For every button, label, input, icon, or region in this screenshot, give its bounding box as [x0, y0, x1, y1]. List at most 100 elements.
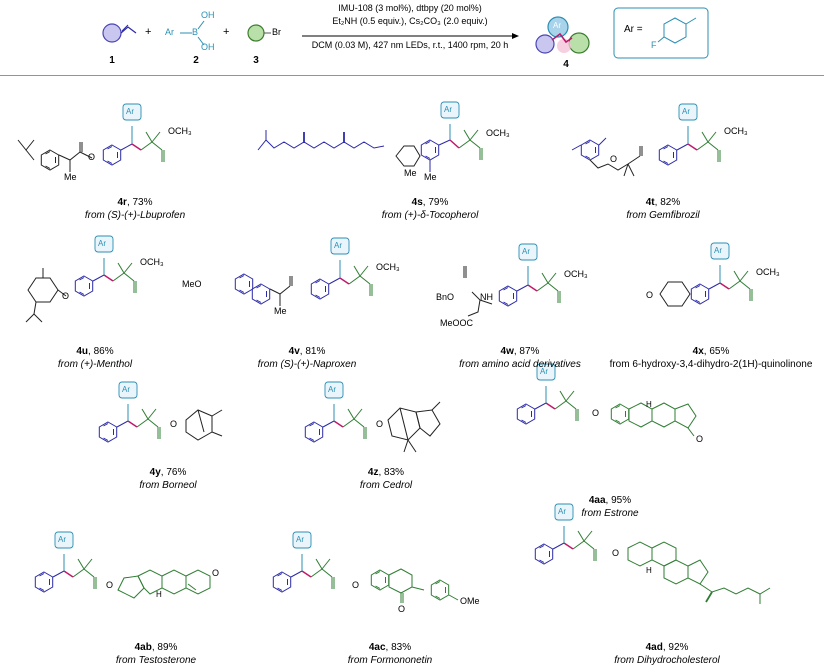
caption-4aa: 4aa, 95% from Estrone — [581, 495, 639, 519]
caption-4y: 4y, 76% from Borneol — [139, 467, 197, 491]
plus-sign-1: + — [145, 26, 152, 38]
h-label-4aa: H — [646, 400, 652, 409]
me-label-4v: Me — [274, 306, 287, 316]
o-label-4u: O — [62, 291, 70, 301]
o-label-4y: O — [170, 419, 178, 429]
ar-label-4aa-box: Ar — [540, 367, 548, 376]
och3-label-4x: OCH₃ — [756, 267, 780, 277]
o-label-4z: O — [376, 419, 384, 429]
structures-artwork — [17, 101, 771, 604]
product-alkyl-circle — [535, 34, 555, 54]
me-label-4r: Me — [64, 172, 77, 182]
structure-4u — [25, 235, 137, 323]
structure-4aa — [516, 363, 697, 437]
o-label-4t: O — [610, 154, 618, 164]
caption-4ac: 4ac, 83% from Formononetin — [347, 642, 433, 666]
structure-4y — [98, 381, 223, 443]
ar-label-4r-box: Ar — [126, 107, 134, 116]
reagent-2-ar: Ar — [165, 27, 174, 37]
ar-label-4x-box: Ar — [714, 246, 722, 255]
och3-label-4t: OCH₃ — [724, 126, 748, 136]
reactant-2-number: 2 — [193, 55, 199, 66]
product-number: 4 — [563, 59, 569, 70]
o-label-4aa: O — [592, 408, 600, 418]
reagent-2-boron: B — [192, 27, 199, 37]
plus-sign-2: + — [223, 26, 230, 38]
ar-label-4s-box: Ar — [444, 105, 452, 114]
o-label-4x: O — [646, 290, 654, 300]
o-ketone-label-4ab: O — [212, 568, 220, 578]
structure-4z — [304, 381, 441, 453]
o-label-4ac: O — [352, 580, 360, 590]
product-radical-circle — [568, 32, 590, 54]
caption-4ad: 4ad, 92% from Dihydrocholesterol — [614, 642, 720, 666]
caption-4v: 4v, 81% from (S)-(+)-Naproxen — [257, 346, 357, 370]
structure-4ad — [534, 503, 771, 604]
reaction-scheme: 1 + Ar B OH OH 2 + Br 3 IMU-108 (3 mol%)… — [0, 0, 824, 75]
ar-label-4ab-box: Ar — [58, 535, 66, 544]
h-label-4ad: H — [646, 566, 652, 575]
o-ketone-label-4aa: O — [696, 434, 704, 444]
ar-label-4y-box: Ar — [122, 385, 130, 394]
och3-label-4v: OCH₃ — [376, 262, 400, 272]
reactant-3-number: 3 — [253, 55, 259, 66]
structure-4w — [463, 243, 561, 317]
ar-definition-box — [613, 7, 709, 59]
meo-label-4v: MeO — [182, 279, 202, 289]
reactant-1-alkene — [120, 26, 137, 34]
reagent-2-oh-top: OH — [201, 10, 215, 20]
o-label-4r: O — [88, 152, 96, 162]
ar-fluorophenyl-ring — [663, 17, 687, 44]
reagent-3-bromine: Br — [272, 27, 281, 37]
structure-4s — [257, 101, 483, 172]
structure-4ab — [34, 531, 211, 599]
ome-label-4ac: OMe — [460, 596, 480, 606]
caption-4ab: 4ab, 89% from Testosterone — [115, 642, 197, 666]
structure-4t — [571, 103, 721, 177]
och3-label-4w: OCH₃ — [564, 269, 588, 279]
och3-label-4s: OCH₃ — [486, 128, 510, 138]
ar-label-4ad-box: Ar — [558, 507, 566, 516]
ar-label-4v-box: Ar — [334, 241, 342, 250]
structure-4r — [17, 103, 165, 172]
caption-4r: 4r, 73% from (S)-(+)-Lbuprofen — [84, 197, 186, 221]
ar-label-4w-box: Ar — [522, 247, 530, 256]
ar-label-4t-box: Ar — [682, 107, 690, 116]
ar-definition-label: Ar = — [624, 24, 643, 35]
och3-label-4r: OCH₃ — [168, 126, 192, 136]
caption-4u: 4u, 86% from (+)-Menthol — [57, 346, 133, 370]
reaction-arrow-head — [512, 33, 519, 39]
caption-4w: 4w, 87% from amino acid derivatives — [459, 346, 581, 370]
product-aryl-circle — [547, 16, 569, 38]
reactant-1-number: 1 — [109, 55, 115, 66]
caption-4t: 4t, 82% from Gemfibrozil — [626, 197, 700, 221]
section-divider — [0, 75, 824, 76]
structure-4ac — [272, 531, 459, 603]
reagent-2-oh-bottom: OH — [201, 42, 215, 52]
h-label-4ab: H — [156, 590, 162, 599]
meooc-label-4w: MeOOC — [440, 318, 474, 328]
reactant-1-circle — [102, 23, 122, 43]
ar-label-4u-box: Ar — [98, 239, 106, 248]
caption-4s: 4s, 79% from (+)-δ-Tocopherol — [381, 197, 479, 221]
me-label-4s: Me — [404, 168, 417, 178]
reaction-scheme-graphic — [102, 7, 709, 59]
structure-4v — [234, 237, 373, 306]
caption-4x: 4x, 65% from 6-hydroxy-3,4-dihydro-2(1H)… — [609, 346, 813, 370]
o-label-4ad: O — [612, 548, 620, 558]
bno-label-4w: BnO — [436, 292, 455, 302]
ar-label-4z-box: Ar — [328, 385, 336, 394]
ar-fluorine-label: F — [651, 40, 657, 50]
ar-label-4ac-box: Ar — [296, 535, 304, 544]
reactant-3-circle — [247, 24, 265, 42]
me2-label-4s: Me — [424, 172, 437, 182]
och3-label-4u: OCH₃ — [140, 257, 164, 267]
product-ar-label: Ar — [553, 21, 561, 30]
conditions-line-3: DCM (0.03 M), 427 nm LEDs, r.t., 1400 rp… — [311, 40, 509, 50]
structure-4x — [659, 242, 753, 307]
o-ketone-label-4ac: O — [398, 604, 406, 614]
o-label-4ab: O — [106, 580, 114, 590]
caption-4z: 4z, 83% from Cedrol — [359, 467, 413, 491]
nh-label-4w: NH — [480, 292, 493, 302]
conditions-line-2: Et₂NH (0.5 equiv.), Cs₂CO₃ (2.0 equiv.) — [332, 16, 488, 26]
